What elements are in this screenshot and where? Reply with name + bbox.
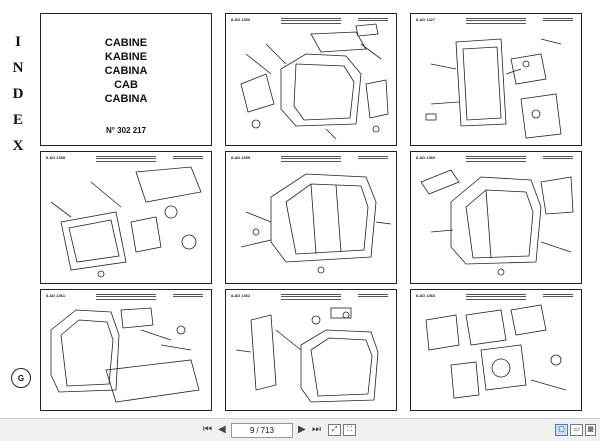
index-vertical-title: I N D E X (6, 34, 30, 154)
grid-view-icon[interactable]: ▦ (585, 424, 596, 436)
panel-code: 8.AD 1362 (231, 293, 251, 298)
index-letter: N (12, 60, 24, 76)
panel-header-ref (543, 154, 573, 161)
panel-header-lines (466, 16, 526, 25)
continuous-view-icon[interactable]: ▭ (570, 424, 583, 436)
fit-width-icon[interactable]: ⤢ (328, 424, 341, 436)
panel-header-lines (96, 154, 156, 163)
brand-logo: G (11, 368, 31, 388)
title-line: CAB (114, 79, 138, 91)
panel-header-ref (173, 292, 203, 299)
panel-code: 8.AD 1359 (231, 155, 251, 160)
panel-header-ref (543, 16, 573, 23)
panel-header-lines (281, 292, 341, 301)
cab-structure-drawing (420, 169, 574, 276)
panel-header-lines (281, 154, 341, 163)
diagram-panel: 8.AD 1362 (225, 289, 397, 411)
diagram-panel: 8.AD 1358 (40, 151, 212, 284)
diagram-panel: 8.AD 1359 (225, 151, 397, 284)
panel-code: 8.AD 1327 (416, 17, 436, 22)
panel-code: 8.AD 1361 (46, 293, 66, 298)
diagram-panel: 8.AD 1361 (40, 289, 212, 411)
cab-exploded-drawing (240, 23, 389, 140)
cab-door-frame-drawing (235, 307, 379, 403)
panel-header-ref (358, 292, 388, 299)
title-line: CABINE (104, 37, 148, 49)
panel-header-lines (281, 16, 341, 25)
panel-header-lines (466, 154, 526, 163)
document-number: N° 302 217 (105, 126, 147, 135)
next-page-button[interactable]: ▶ (298, 424, 306, 435)
panel-header-ref (358, 154, 388, 161)
door-exploded-drawing (425, 38, 562, 139)
title-line: KABINE (104, 51, 148, 63)
viewer-toolbar: ⏮ ◀ 9 / 713 ▶ ⏭ ⤢ ⛶ ▢ ▭ ▦ (0, 418, 600, 441)
last-page-button[interactable]: ⏭ (312, 424, 321, 435)
panel-header-ref (173, 154, 203, 161)
diagram-panel: 8.AD 1350 (225, 13, 397, 146)
panel-code: 8.AD 1350 (231, 17, 251, 22)
title-line: CABINA (104, 65, 148, 77)
title-line: CABINA (104, 93, 148, 105)
cab-frame-drawing (240, 173, 392, 274)
index-letter: D (12, 86, 24, 102)
panel-header-ref (543, 292, 573, 299)
diagram-panel: 8.AD 1360 (410, 151, 582, 284)
page-number-field[interactable]: 9 / 713 (231, 423, 293, 438)
heater-exploded-drawing (425, 304, 567, 399)
total-pages: 713 (260, 426, 275, 435)
title-panel: CABINE KABINE CABINA CAB CABINA N° 302 2… (40, 13, 212, 146)
panel-header-ref (358, 16, 388, 23)
panel-code: 8.AD 1363 (416, 293, 436, 298)
panel-code: 8.AD 1360 (416, 155, 436, 160)
diagram-panel: 8.AD 1363 (410, 289, 582, 411)
panel-header-lines (96, 292, 156, 301)
document-page: I N D E X G CABINE KABINE CABINA CAB CAB… (6, 13, 582, 411)
single-page-view-icon[interactable]: ▢ (555, 424, 568, 436)
first-page-button[interactable]: ⏮ (203, 424, 212, 435)
panel-code: 8.AD 1358 (46, 155, 66, 160)
page-separator: / (256, 426, 259, 435)
dashboard-exploded-drawing (50, 166, 202, 278)
index-letter: X (12, 138, 24, 154)
index-letter: I (15, 34, 21, 50)
current-page[interactable]: 9 (249, 426, 255, 435)
diagram-panel: 8.AD 1327 (410, 13, 582, 146)
panel-header-lines (466, 292, 526, 301)
index-letter: E (12, 112, 23, 128)
previous-page-button[interactable]: ◀ (218, 424, 226, 435)
title-list: CABINE KABINE CABINA CAB CABINA (41, 36, 211, 106)
cab-floor-drawing (50, 307, 200, 403)
fullscreen-icon[interactable]: ⛶ (343, 424, 356, 436)
